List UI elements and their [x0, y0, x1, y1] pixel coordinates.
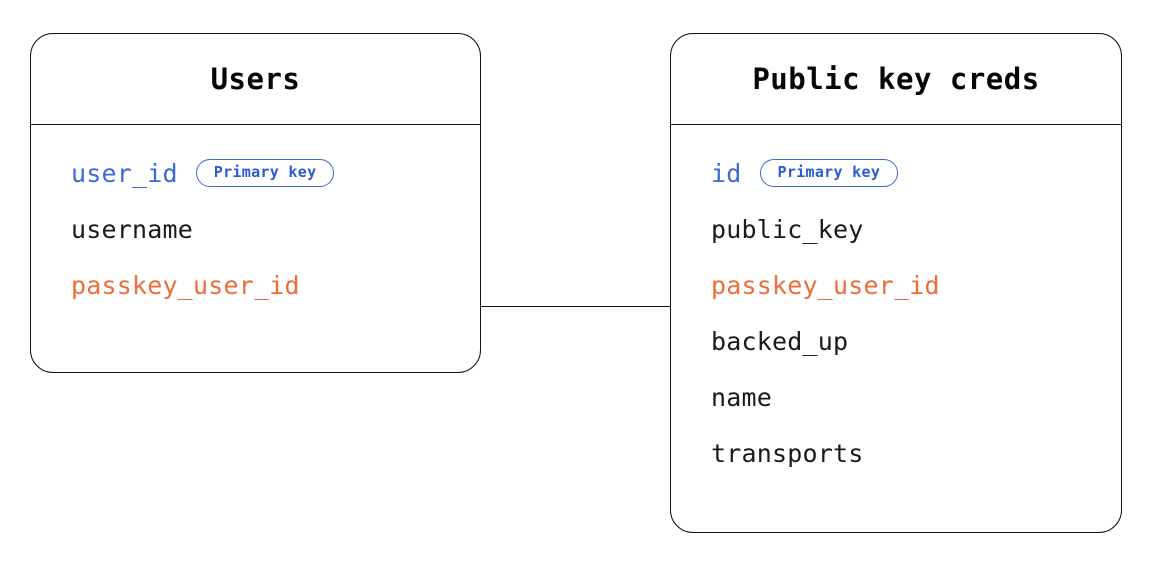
entity-users-attribute-list: user_id Primary key username passkey_use… [31, 125, 480, 313]
attribute-name-backed-up: backed_up [711, 326, 849, 356]
attribute-row-name[interactable]: name [671, 369, 1121, 425]
entity-public-key-creds-title: Public key creds [752, 62, 1040, 96]
attribute-row-transports[interactable]: transports [671, 425, 1121, 481]
attribute-row-backed-up[interactable]: backed_up [671, 313, 1121, 369]
primary-key-badge: Primary key [759, 158, 899, 188]
entity-public-key-creds-attribute-list: id Primary key public_key passkey_user_i… [671, 125, 1121, 481]
entity-users-header-divider [31, 124, 480, 125]
attribute-row-passkey-user-id[interactable]: passkey_user_id [31, 257, 480, 313]
entity-public-key-creds-header-divider [671, 124, 1121, 125]
entity-users-title: Users [210, 62, 301, 96]
attribute-name-user-id: user_id [71, 158, 178, 188]
attribute-row-id[interactable]: id Primary key [671, 145, 1121, 201]
attribute-name-public-key: public_key [711, 214, 864, 244]
relationship-connector-line [481, 306, 671, 307]
attribute-row-public-key[interactable]: public_key [671, 201, 1121, 257]
attribute-name-transports: transports [711, 438, 864, 468]
attribute-row-user-id[interactable]: user_id Primary key [31, 145, 480, 201]
attribute-name-id: id [711, 158, 742, 188]
attribute-row-passkey-user-id[interactable]: passkey_user_id [671, 257, 1121, 313]
attribute-row-username[interactable]: username [31, 201, 480, 257]
attribute-name-passkey-user-id: passkey_user_id [71, 270, 300, 300]
attribute-name-username: username [71, 214, 194, 244]
attribute-name-name: name [711, 382, 773, 412]
entity-public-key-creds[interactable]: Public key creds id Primary key public_k… [670, 33, 1122, 533]
attribute-name-passkey-user-id: passkey_user_id [711, 270, 940, 300]
primary-key-badge: Primary key [195, 158, 335, 188]
entity-users[interactable]: Users user_id Primary key username passk… [30, 33, 481, 373]
